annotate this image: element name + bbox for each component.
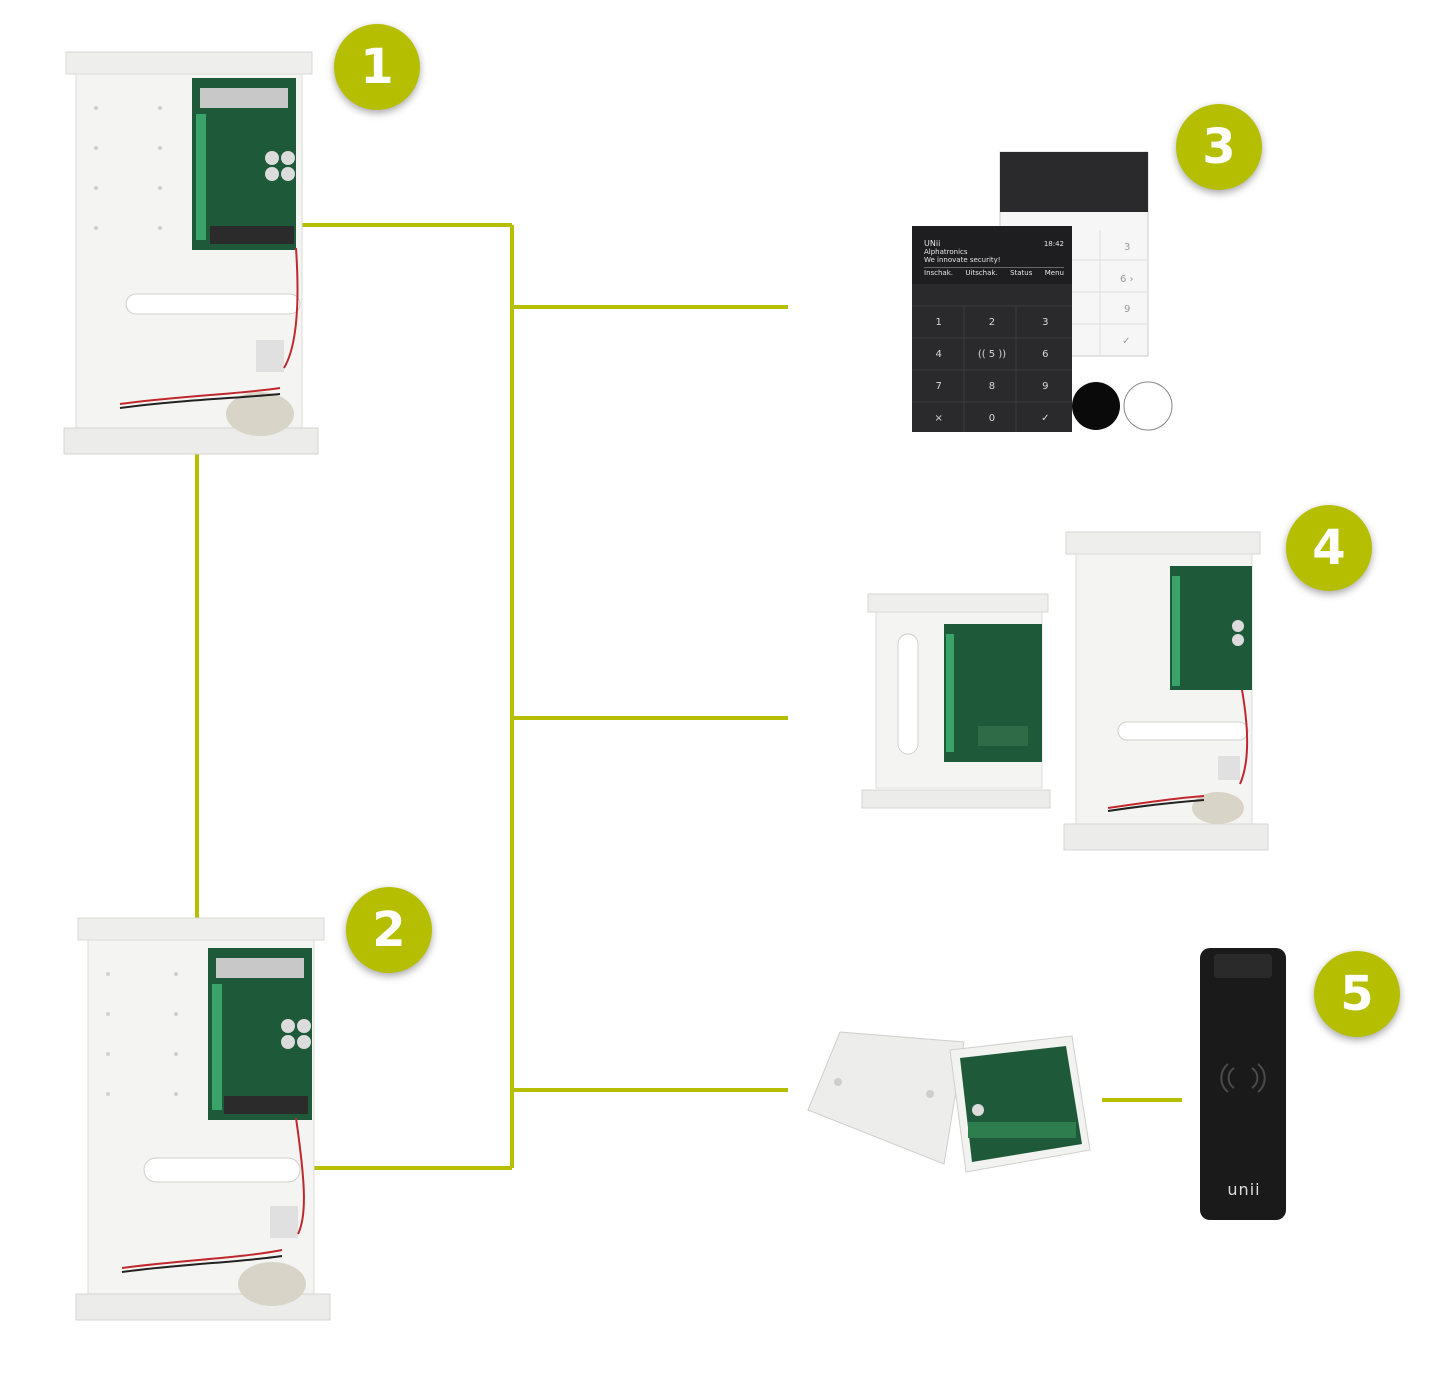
- control-panel-2: [75, 917, 331, 1321]
- expander-group: [861, 531, 1269, 851]
- badge-2: 2: [346, 887, 432, 973]
- badge-4: 4: [1286, 505, 1372, 591]
- softkey-disarm[interactable]: Uitschak.: [965, 269, 998, 277]
- rfid-icon: [1220, 1063, 1266, 1093]
- key-cancel[interactable]: ×: [934, 412, 943, 424]
- badge-1: 1: [334, 24, 420, 110]
- key-6[interactable]: 6: [1042, 348, 1049, 360]
- key-8[interactable]: 8: [988, 380, 996, 392]
- svg-text:✓: ✓: [1122, 336, 1130, 347]
- keypad-tagline: We innovate security!: [924, 256, 1001, 264]
- key-2[interactable]: 2: [988, 316, 996, 328]
- key-0[interactable]: 0: [988, 412, 996, 424]
- keypad-time: 18:42: [1043, 240, 1064, 248]
- control-panel-1: [63, 51, 319, 455]
- key-9[interactable]: 9: [1042, 380, 1049, 392]
- keypad-screen: UNii 18:42 Alphatronics We innovate secu…: [924, 240, 1064, 277]
- key-5[interactable]: (( 5 )): [977, 348, 1007, 360]
- key-1[interactable]: 1: [935, 316, 942, 328]
- key-3[interactable]: 3: [1042, 316, 1049, 328]
- badge-5: 5: [1314, 951, 1400, 1037]
- keypad-group: 3 6 › 9 ✓: [912, 151, 1173, 432]
- softkey-menu[interactable]: Menu: [1044, 269, 1064, 277]
- key-7[interactable]: 7: [935, 380, 942, 392]
- key-4[interactable]: 4: [935, 348, 942, 360]
- color-swatch-black: [1072, 382, 1120, 430]
- key-confirm[interactable]: ✓: [1041, 412, 1050, 424]
- softkey-status[interactable]: Status: [1010, 269, 1033, 277]
- softkey-arm[interactable]: Inschak.: [924, 269, 954, 277]
- keypad-keys: 1 2 3 4 (( 5 )) 6 7 8 9 × 0 ✓: [912, 306, 1072, 434]
- reader-logo: unii: [1227, 1180, 1261, 1199]
- svg-text:9: 9: [1124, 304, 1130, 315]
- badge-3: 3: [1176, 104, 1262, 190]
- svg-text:6 ›: 6 ›: [1120, 274, 1134, 285]
- keypad-company: Alphatronics: [924, 248, 968, 256]
- svg-text:3: 3: [1124, 242, 1130, 253]
- bus-interface-module: [807, 1031, 1091, 1173]
- keypad-brand: UNii: [924, 239, 941, 248]
- card-reader: [1200, 948, 1286, 1220]
- color-swatch-white: [1123, 381, 1173, 431]
